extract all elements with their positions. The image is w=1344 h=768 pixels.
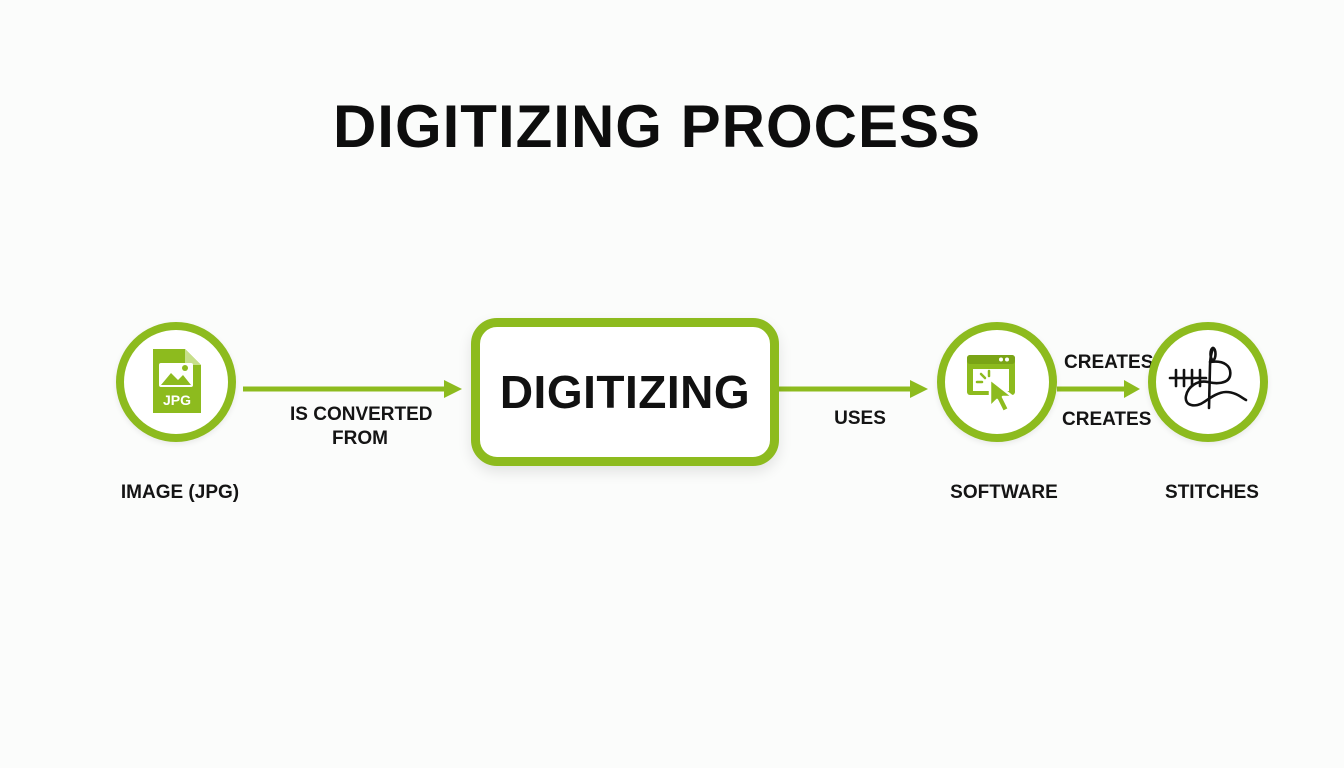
- edge-label-uses: USES: [834, 408, 886, 429]
- digitizing-node-label: DIGITIZING: [499, 366, 751, 418]
- image-node: JPG: [116, 322, 236, 442]
- jpg-file-icon: JPG: [153, 349, 201, 413]
- edge-label-converted-line2: FROM: [332, 428, 388, 449]
- arrowhead-digitizing-to-software: [910, 380, 928, 398]
- software-node: [937, 322, 1057, 442]
- diagram-title: DIGITIZING PROCESS: [332, 93, 982, 160]
- edge-label-converted: IS CONVERTED FROM: [290, 403, 433, 451]
- arrowhead-software-to-stitches: [1124, 380, 1140, 398]
- digitizing-node: DIGITIZING: [471, 318, 779, 466]
- arrowhead-image-to-digitizing: [444, 380, 462, 398]
- edge-label-creates-top: CREATES: [1064, 352, 1154, 373]
- edge-label-converted-line1: IS CONVERTED: [290, 404, 433, 425]
- stitches-node-label: STITCHES: [1165, 482, 1259, 503]
- software-click-icon: [967, 355, 1015, 414]
- stitches-node: [1148, 322, 1268, 442]
- needle-stitches-icon: [1168, 346, 1248, 410]
- software-node-label: SOFTWARE: [950, 482, 1058, 503]
- jpg-badge: JPG: [163, 392, 191, 408]
- image-node-label: IMAGE (JPG): [120, 482, 240, 503]
- edge-label-creates-bottom: CREATES: [1062, 409, 1152, 430]
